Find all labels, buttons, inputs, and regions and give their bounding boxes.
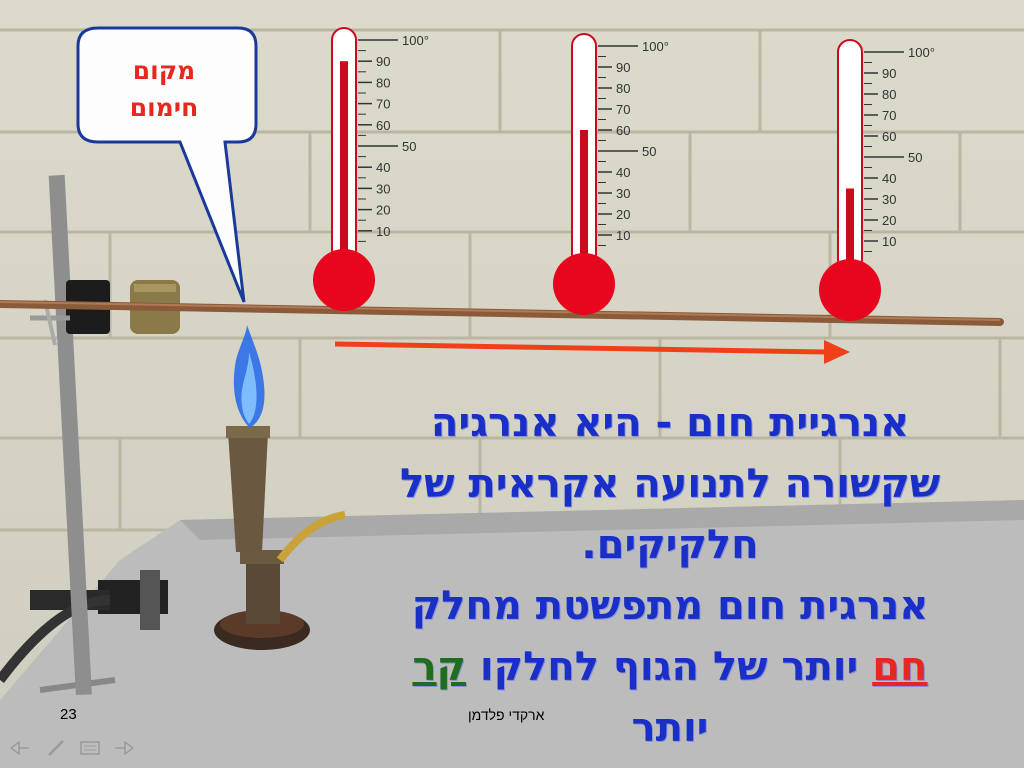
scale-tick-label: 70 [616,102,630,117]
callout-line-1: מקום [86,52,242,89]
mercury-column [340,61,348,280]
scale-tick-label: 100° [908,45,935,60]
scale-tick-label: 40 [376,160,390,175]
scale-tick-label: 90 [882,66,896,81]
scale-tick-label: 50 [642,144,656,159]
thermometer-bulb [313,249,375,311]
thermometer-1: 100° 90 80 70 60 50 40 30 20 10 [313,28,429,311]
scale-tick-label: 80 [616,81,630,96]
scale-tick-label: 10 [882,234,896,249]
first-slide-icon[interactable] [8,738,32,758]
scale-tick-label: 30 [616,186,630,201]
scale-tick-label: 30 [376,181,390,196]
scale-tick-label: 20 [882,213,896,228]
text-line-6: יותר [330,698,1010,759]
text-line-3: חלקיקים. [330,515,1010,576]
scale-tick-label: 70 [882,108,896,123]
text-line-5-middle: יותר של הגוף לחלקו [466,644,872,690]
callout-line-2: חימום [86,89,242,126]
thermometers: 100° 90 80 70 60 50 40 30 20 10 100° 90 80 70 60 50 40 30… [313,28,935,321]
scale-tick-label: 40 [616,165,630,180]
scale-tick-label: 20 [616,207,630,222]
bunsen-burner [214,426,345,650]
scale-tick-label: 100° [402,33,429,48]
text-line-2: שקשורה לתנועה אקראית של [330,454,1010,515]
thermometer-bulb [819,259,881,321]
thermometer-2: 100° 90 80 70 60 50 40 30 20 10 [553,34,669,315]
scale-tick-label: 80 [376,75,390,90]
scale-tick-label: 80 [882,87,896,102]
main-text-block: אנרגיית חום - היא אנרגיה שקשורה לתנועה א… [330,393,1010,759]
pen-icon[interactable] [44,738,68,758]
scale-tick-label: 40 [882,171,896,186]
cold-word: קר [412,644,466,690]
text-line-4: אנרגית חום מתפשטת מחלק [330,576,1010,637]
scale-tick-label: 10 [616,228,630,243]
flame [234,325,265,428]
scale-tick-label: 60 [376,118,390,133]
thermometer-3: 100° 90 80 70 60 50 40 30 20 10 [819,40,935,321]
scale-tick-label: 50 [402,139,416,154]
next-slide-icon[interactable] [112,738,136,758]
thermometer-bulb [553,253,615,315]
heat-flow-arrow [335,340,850,364]
callout-label: מקום חימום [86,52,242,126]
slide-number: 23 [60,706,77,723]
scale-tick-label: 30 [882,192,896,207]
author-name: ארקדי פלדמן [468,707,544,723]
scale-tick-label: 50 [908,150,922,165]
slide-menu-icon[interactable] [78,738,102,758]
text-line-1: אנרגיית חום - היא אנרגיה [330,393,1010,454]
scale-tick-label: 10 [376,224,390,239]
scale-tick-label: 60 [616,123,630,138]
text-line-5: חם יותר של הגוף לחלקו קר [330,637,1010,698]
scale-tick-label: 20 [376,203,390,218]
hot-word: חם [872,644,927,690]
scale-tick-label: 100° [642,39,669,54]
scale-tick-label: 70 [376,97,390,112]
scale-tick-label: 60 [882,129,896,144]
scale-tick-label: 90 [376,54,390,69]
scale-tick-label: 90 [616,60,630,75]
